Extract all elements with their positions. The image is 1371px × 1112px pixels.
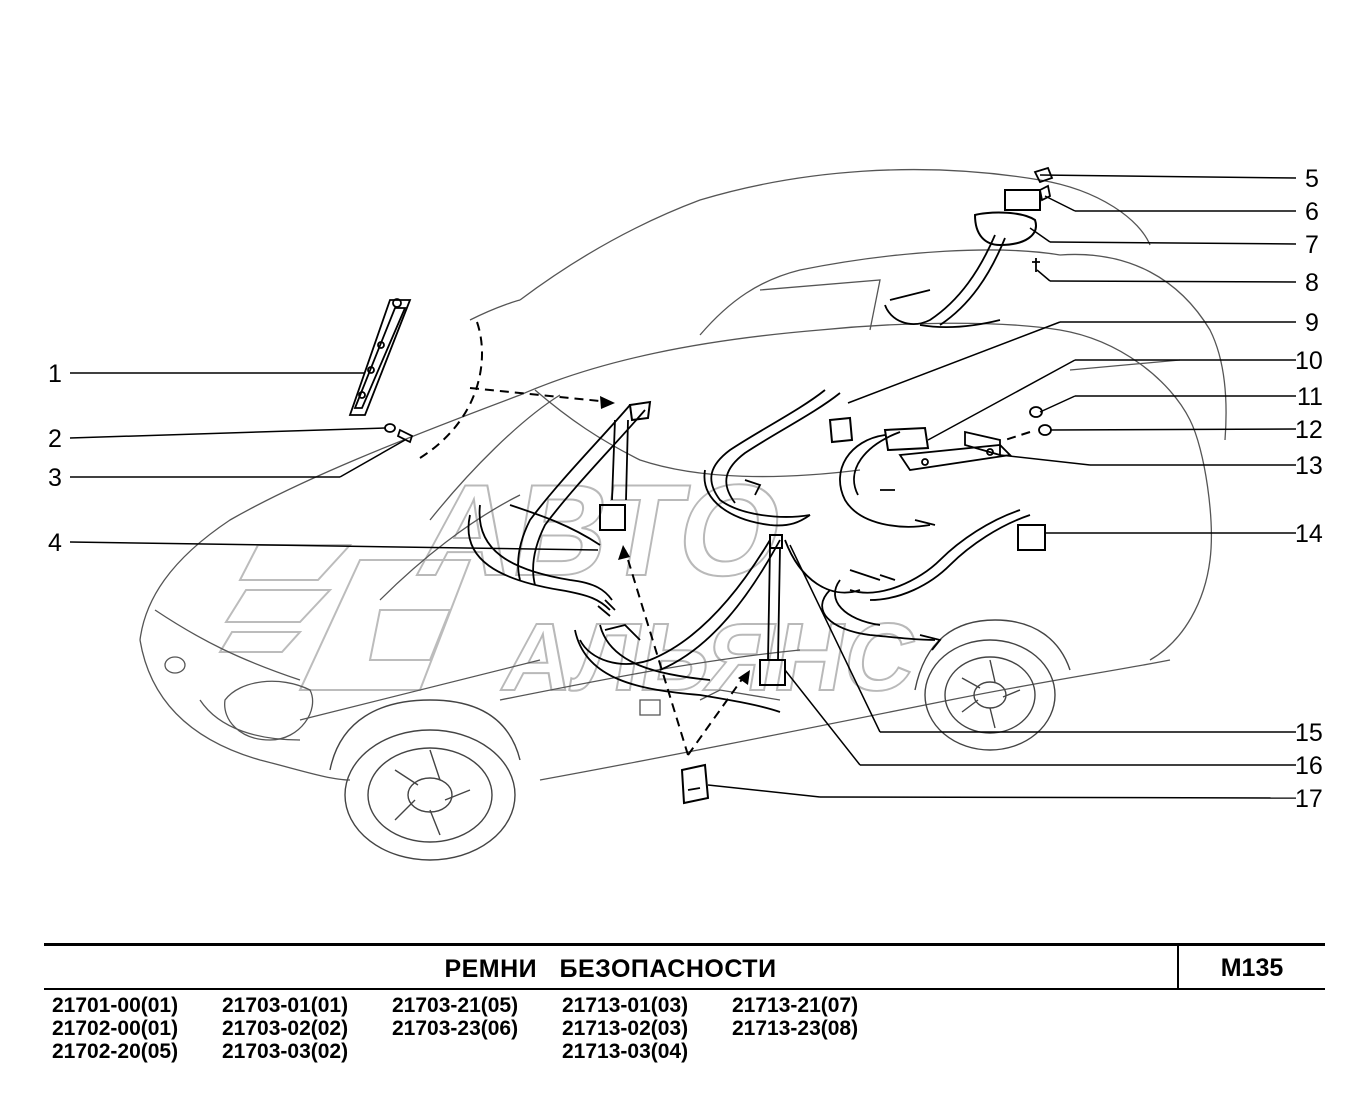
model-code: 21702-00(01) [52,1017,179,1040]
model-code: 21713-23(08) [732,1017,859,1040]
callout-9: 9 [1305,309,1319,337]
model-column-2: 21703-01(01) 21703-02(02) 21703-03(02) [222,994,392,1063]
front-wheel [329,699,521,861]
callout-12: 12 [1295,416,1323,444]
title-bar: РЕМНИ БЕЗОПАСНОСТИ М135 [44,943,1325,990]
model-code: 21703-21(05) [392,994,519,1017]
callout-8: 8 [1305,269,1319,297]
callout-13: 13 [1295,452,1323,480]
model-column-5: 21713-21(07) 21713-23(08) [732,994,902,1040]
model-code: 21703-23(06) [392,1017,519,1040]
model-code: 21713-21(07) [732,994,859,1017]
seat-belts [467,189,1046,713]
model-code: 21713-01(03) [562,994,689,1017]
watermark: АВТО АЛЬЯНС [218,456,926,712]
title-word-2: БЕЗОПАСНОСТИ [559,955,777,983]
sheet-code: М135 [1177,943,1325,990]
headlight [164,656,314,741]
callout-6: 6 [1305,198,1319,226]
callout-numbers: 1 2 3 4 5 6 7 8 9 10 11 12 13 14 15 16 1… [48,165,1323,813]
rear-wheel [914,619,1071,751]
model-column-3: 21703-21(05) 21703-23(06) [392,994,562,1040]
callout-14: 14 [1295,520,1323,548]
callout-1: 1 [48,360,62,388]
model-code: 21713-03(04) [562,1040,689,1063]
callout-10: 10 [1295,347,1323,375]
callout-17: 17 [1295,785,1323,813]
callout-3: 3 [48,464,62,492]
callout-2: 2 [48,425,62,453]
callout-7: 7 [1305,231,1319,259]
seat-belts-diagram: АВТО АЛЬЯНС [48,165,1323,861]
callout-16: 16 [1295,752,1323,780]
title-word-1: РЕМНИ [444,955,538,983]
model-code: 21703-03(02) [222,1040,349,1063]
leader-lines [69,174,1297,799]
model-column-4: 21713-01(03) 21713-02(03) 21713-03(04) [562,994,732,1063]
model-code: 21703-02(02) [222,1017,349,1040]
model-code: 21702-20(05) [52,1040,179,1063]
car-outline [139,168,1227,781]
assembly-arrows [419,321,1031,756]
callout-11: 11 [1297,383,1323,411]
assembly-arrowheads [600,396,750,685]
model-code: 21701-00(01) [52,994,179,1017]
callout-5: 5 [1305,165,1319,193]
callout-4: 4 [48,529,62,557]
model-column-1: 21701-00(01) 21702-00(01) 21702-20(05) [52,994,222,1063]
model-code: 21713-02(03) [562,1017,689,1040]
page-title: РЕМНИ БЕЗОПАСНОСТИ [44,946,1177,988]
model-code: 21703-01(01) [222,994,349,1017]
callout-15: 15 [1295,719,1323,747]
